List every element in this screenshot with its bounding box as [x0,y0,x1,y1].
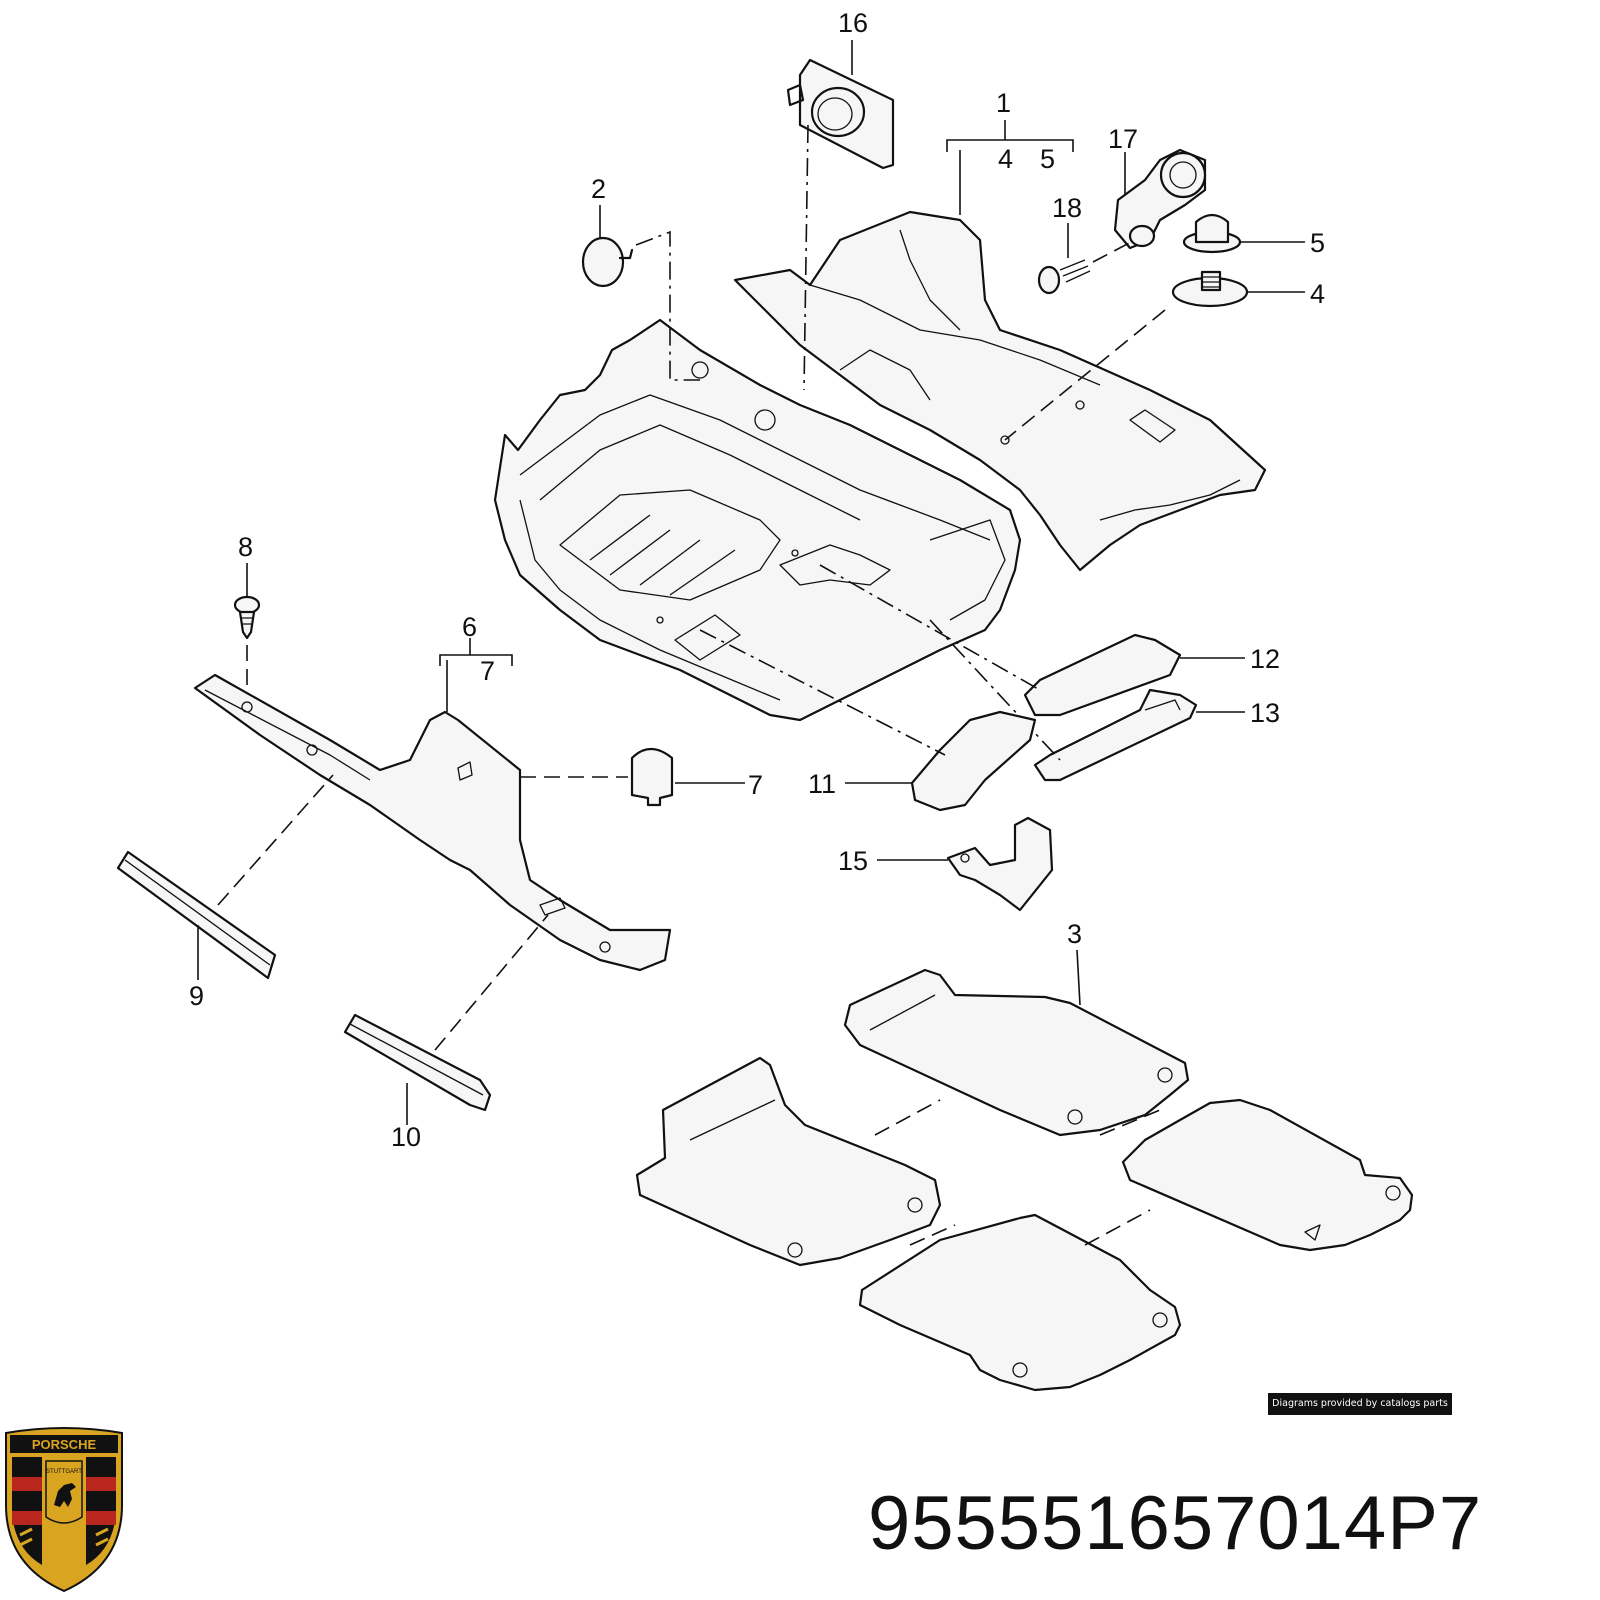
part-17-connector [1113,148,1207,250]
callout-2: 2 [591,174,606,204]
callout-16: 16 [838,8,868,38]
part-18-screw [1037,223,1091,295]
callout-15: 15 [838,846,868,876]
callout-17: 17 [1108,124,1138,154]
callout-13: 13 [1250,698,1280,728]
callout-3: 3 [1067,919,1082,949]
callout-10: 10 [391,1122,421,1152]
part-3-floor-mats [635,968,1414,1392]
svg-text:PORSCHE: PORSCHE [32,1437,97,1452]
part-7-clip [630,747,674,807]
part-5-nut [1182,213,1242,254]
callout-7: 7 [748,770,763,800]
floor-carpet-rear [733,210,1267,572]
part-2-clip [581,236,634,288]
part-4-stud [1171,270,1249,308]
callout-8: 8 [238,532,253,562]
floor-carpet-front [493,318,1022,722]
svg-text:STUTTGART: STUTTGART [46,1469,82,1475]
part-8-screw [233,595,261,640]
callout-11: 11 [808,769,836,799]
part-13-rail [1033,688,1198,782]
part-number: 955551657014P7 [868,1481,1483,1566]
callout-9: 9 [189,981,204,1011]
part-12-pad [1023,633,1182,717]
part-10-trim-strip [343,1013,492,1112]
callout-labels: 16 1 4 5 17 18 2 5 4 8 6 7 12 13 7 11 15… [189,8,1325,1152]
diagram-credit: Diagrams provided by catalogs parts [1268,1393,1452,1415]
callout-4: 4 [1310,279,1325,309]
callout-1-sub-5: 5 [1040,144,1055,174]
callout-1: 1 [996,88,1011,118]
part-6-sill-cover [193,673,672,972]
callout-12: 12 [1250,644,1280,674]
callout-6: 6 [462,612,477,642]
part-16-grommet-plate [786,58,895,170]
callout-6-sub-7: 7 [480,656,495,686]
part-15-bracket [946,816,1054,912]
callout-5: 5 [1310,228,1325,258]
callout-1-sub-4: 4 [998,144,1013,174]
part-11-heel-pad [910,710,1037,812]
callout-18: 18 [1052,193,1082,223]
part-9-trim-strip [116,850,277,980]
porsche-crest-icon: PORSCHE STUTTGART [5,1427,123,1593]
